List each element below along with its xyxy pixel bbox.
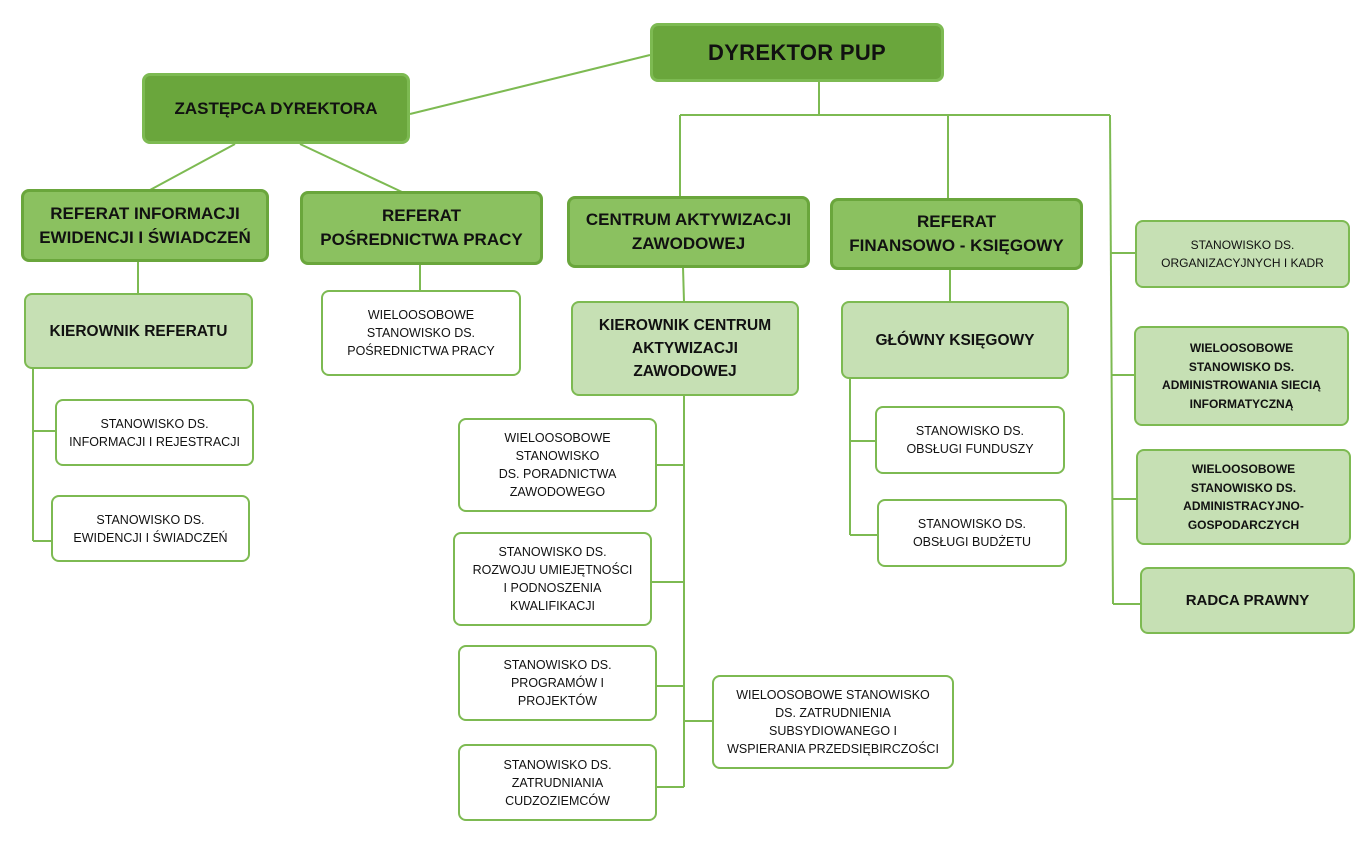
organizacyjne-kadry-box: STANOWISKO DS. ORGANIZACYJNYCH I KADR (1135, 220, 1350, 288)
cudzoziemcy-box: STANOWISKO DS. ZATRUDNIANIA CUDZOZIEMCÓW (458, 744, 657, 821)
siec-informatyczna-label: WIELOOSOBOWE STANOWISKO DS. ADMINISTROWA… (1162, 341, 1321, 411)
centrum-box: CENTRUM AKTYWIZACJI ZAWODOWEJ (567, 196, 810, 268)
referat-fin-box: REFERAT FINANSOWO - KSIĘGOWY (830, 198, 1083, 270)
ewidencja-swiadczenia-label: STANOWISKO DS. EWIDENCJI I ŚWIADCZEŃ (73, 512, 228, 545)
siec-informatyczna-box: WIELOOSOBOWE STANOWISKO DS. ADMINISTROWA… (1134, 326, 1349, 426)
radca-prawny-box: RADCA PRAWNY (1140, 567, 1355, 634)
poradnictwo-box: WIELOOSOBOWE STANOWISKO DS. PORADNICTWA … (458, 418, 657, 512)
obsluga-budzetu-box: STANOWISKO DS. OBSŁUGI BUDŻETU (877, 499, 1067, 567)
connector-deputy-posr (299, 143, 403, 193)
programy-projekty-box: STANOWISKO DS. PROGRAMÓW I PROJEKTÓW (458, 645, 657, 721)
administracyjno-gospodarcze-box: WIELOOSOBOWE STANOWISKO DS. ADMINISTRACY… (1136, 449, 1351, 545)
administracyjno-gospodarcze-label: WIELOOSOBOWE STANOWISKO DS. ADMINISTRACY… (1183, 462, 1304, 532)
poradnictwo-label: WIELOOSOBOWE STANOWISKO DS. PORADNICTWA … (498, 431, 617, 499)
glowny-ksiegowy-box: GŁÓWNY KSIĘGOWY (841, 301, 1069, 379)
obsluga-funduszy-label: STANOWISKO DS. OBSŁUGI FUNDUSZY (906, 424, 1034, 456)
referat-info-box: REFERAT INFORMACJI EWIDENCJI I ŚWIADCZEŃ (21, 189, 269, 262)
centrum-label: CENTRUM AKTYWIZACJI ZAWODOWEJ (585, 210, 792, 253)
connector-centrum-kier (682, 266, 685, 303)
kierownik-centrum-box: KIEROWNIK CENTRUM AKTYWIZACJI ZAWODOWEJ (571, 301, 799, 396)
deputy-box: ZASTĘPCA DYREKTORA (142, 73, 410, 144)
rozwoj-umiejetnosci-label: STANOWISKO DS. ROZWOJU UMIEJĘTNOŚCI I PO… (472, 545, 633, 613)
kierownik-referatu-box: KIEROWNIK REFERATU (24, 293, 253, 369)
zatrudnienie-subsydiowane-label: WIELOOSOBOWE STANOWISKO DS. ZATRUDNIENIA… (727, 688, 939, 756)
referat-info-label: REFERAT INFORMACJI EWIDENCJI I ŚWIADCZEŃ (39, 203, 251, 247)
radca-prawny-label: RADCA PRAWNY (1185, 592, 1310, 609)
cudzoziemcy-label: STANOWISKO DS. ZATRUDNIANIA CUDZOZIEMCÓW (503, 757, 612, 808)
referat-posr-label: REFERAT POŚREDNICTWA PRACY (320, 206, 523, 249)
glowny-ksiegowy-label: GŁÓWNY KSIĘGOWY (875, 331, 1035, 349)
obsluga-budzetu-label: STANOWISKO DS. OBSŁUGI BUDŻETU (912, 517, 1032, 549)
kierownik-centrum-label: KIEROWNIK CENTRUM AKTYWIZACJI ZAWODOWEJ (598, 317, 772, 380)
connector-right-spine (1109, 114, 1114, 605)
kierownik-referatu-label: KIEROWNIK REFERATU (49, 322, 228, 340)
referat-fin-label: REFERAT FINANSOWO - KSIĘGOWY (849, 212, 1064, 255)
organizacyjne-kadry-label: STANOWISKO DS. ORGANIZACYJNYCH I KADR (1161, 237, 1324, 271)
obsluga-funduszy-box: STANOWISKO DS. OBSŁUGI FUNDUSZY (875, 406, 1065, 474)
director-label: DYREKTOR PUP (708, 39, 886, 65)
connector-director-deputy (409, 54, 651, 115)
rozwoj-umiejetnosci-box: STANOWISKO DS. ROZWOJU UMIEJĘTNOŚCI I PO… (453, 532, 652, 626)
posrednictwo-post-label: WIELOOSOBOWE STANOWISKO DS. POŚREDNICTWA… (347, 308, 495, 358)
posrednictwo-post-box: WIELOOSOBOWE STANOWISKO DS. POŚREDNICTWA… (321, 290, 521, 376)
ewidencja-swiadczenia-box: STANOWISKO DS. EWIDENCJI I ŚWIADCZEŃ (51, 495, 250, 562)
informacja-rejestracja-label: STANOWISKO DS. INFORMACJI I REJESTRACJI (69, 416, 240, 449)
referat-posr-box: REFERAT POŚREDNICTWA PRACY (300, 191, 543, 265)
informacja-rejestracja-box: STANOWISKO DS. INFORMACJI I REJESTRACJI (55, 399, 254, 466)
director-box: DYREKTOR PUP (650, 23, 944, 82)
zatrudnienie-subsydiowane-box: WIELOOSOBOWE STANOWISKO DS. ZATRUDNIENIA… (712, 675, 954, 769)
connector-deputy-info (149, 143, 236, 191)
deputy-label: ZASTĘPCA DYREKTORA (174, 98, 378, 118)
programy-projekty-label: STANOWISKO DS. PROGRAMÓW I PROJEKTÓW (503, 658, 612, 708)
